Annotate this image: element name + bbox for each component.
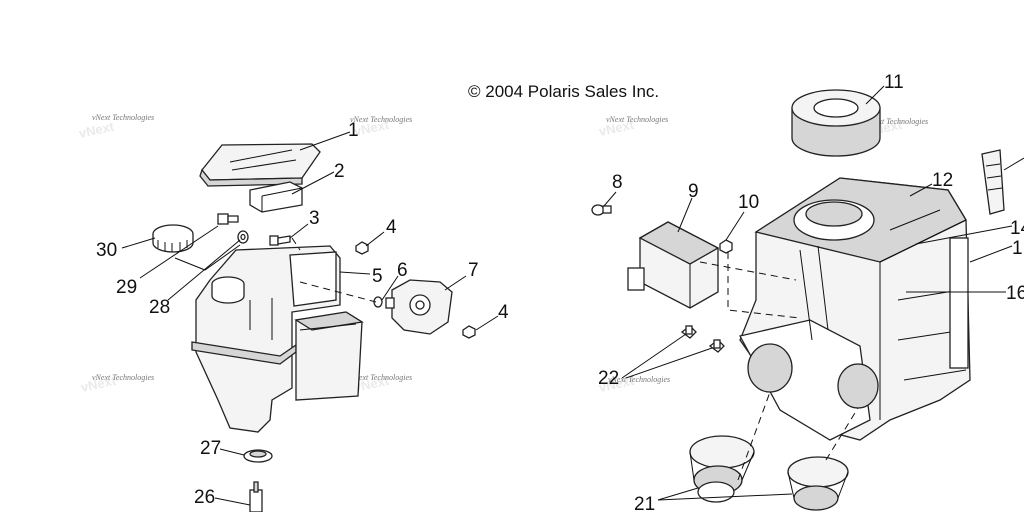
watermark-text: vNext Technologies — [608, 375, 670, 384]
callout-28: 28 — [149, 297, 170, 318]
part-grommet-27 — [243, 449, 273, 463]
part-bolt — [217, 213, 239, 225]
watermark-text: vNext Technologies — [92, 113, 154, 122]
part-block — [249, 181, 303, 213]
callout-27: 27 — [200, 438, 221, 459]
svg-text:vNext: vNext — [353, 373, 391, 395]
part-intake-boot — [787, 456, 849, 511]
callout-15: 1 — [1012, 238, 1023, 259]
part-oil-pump — [385, 279, 453, 335]
part-fitting-22b — [708, 339, 725, 353]
part-screw — [591, 204, 612, 216]
callout-14: 14 — [1010, 218, 1024, 239]
part-oil-tank — [191, 245, 364, 433]
part-nut — [355, 241, 369, 255]
watermark-text: vNext Technologies — [92, 373, 154, 382]
part-airbox — [739, 177, 971, 441]
callout-11: 11 — [884, 72, 904, 93]
part-ignition-module — [627, 221, 720, 309]
svg-text:vNext: vNext — [598, 117, 636, 139]
svg-text:vNext: vNext — [353, 117, 391, 139]
callout-26: 26 — [194, 487, 215, 508]
callout-30: 30 — [96, 240, 117, 261]
callout-12: 12 — [932, 170, 953, 191]
callout-2: 2 — [334, 161, 345, 182]
part-washer — [237, 230, 249, 244]
part-fitting — [249, 481, 263, 512]
part-foam-ring — [791, 89, 881, 157]
copyright-notice: © 2004 Polaris Sales Inc. — [468, 82, 659, 101]
callout-16: 16 — [1006, 283, 1024, 304]
part-fitting-22a — [680, 325, 697, 339]
callout-22: 22 — [598, 368, 619, 389]
leader-lines-right — [603, 85, 1024, 501]
part-nut — [462, 325, 476, 339]
leader-lines-left — [121, 131, 499, 506]
part-bolt-3 — [269, 235, 291, 246]
watermark-text: vNext Technologies — [866, 117, 928, 126]
part-nut-10 — [719, 239, 733, 254]
callout-4b: 4 — [498, 302, 509, 323]
callout-6: 6 — [397, 260, 408, 281]
watermark-text: vNext Technologies — [350, 373, 412, 382]
callout-9: 9 — [688, 181, 699, 202]
callout-10: 10 — [738, 192, 759, 213]
part-cover — [199, 143, 321, 187]
part-intake-boot — [689, 435, 755, 503]
callout-7: 7 — [468, 260, 479, 281]
callout-1: 1 — [348, 120, 359, 141]
part-grommet — [373, 296, 383, 308]
part-clip — [981, 149, 1005, 215]
part-filler-cap — [152, 224, 194, 253]
watermark-text: vNext Technologies — [350, 115, 412, 124]
callout-29: 29 — [116, 277, 137, 298]
svg-text:vNext: vNext — [78, 119, 116, 141]
watermark-text: vNext Technologies — [606, 115, 668, 124]
callout-5: 5 — [372, 266, 383, 287]
callout-3: 3 — [309, 208, 320, 229]
svg-text:vNext: vNext — [80, 373, 118, 395]
callout-4: 4 — [386, 217, 397, 238]
callout-8: 8 — [612, 172, 623, 193]
callout-21: 21 — [634, 494, 655, 512]
